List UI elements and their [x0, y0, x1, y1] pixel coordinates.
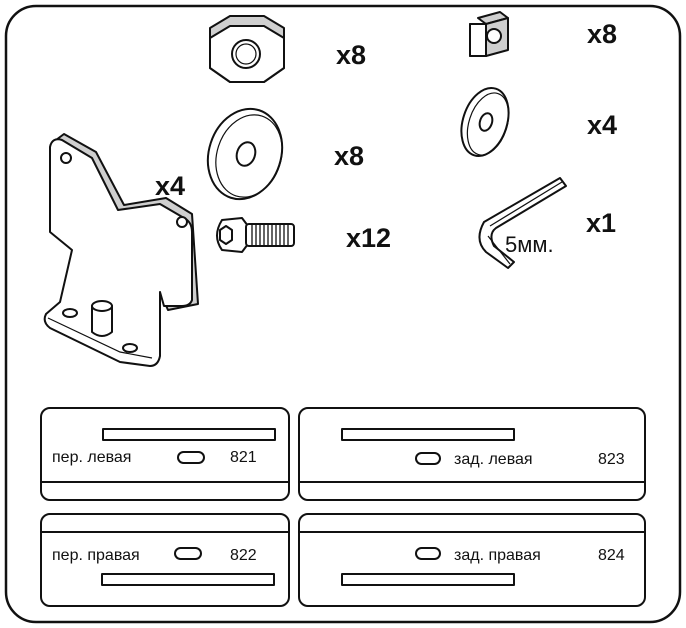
hex-nut-icon [209, 15, 285, 83]
plate-821: пер. левая 821 [40, 407, 290, 501]
large-washer-qty: x8 [334, 141, 364, 171]
plate-number: 824 [598, 547, 625, 564]
plate-822: пер. правая 822 [40, 513, 290, 607]
hex-nut-qty: x8 [336, 40, 366, 70]
large-washer-icon [206, 107, 284, 201]
bracket-icon [43, 133, 199, 367]
hex-key-icon [478, 177, 567, 269]
small-washer-icon [460, 87, 510, 157]
square-nut-qty: x8 [587, 19, 617, 49]
plate-824: зад. правая 824 [298, 513, 646, 607]
small-washer-qty: x4 [587, 110, 617, 140]
plate-823: зад. левая 823 [298, 407, 646, 501]
bolt-qty: x12 [346, 223, 391, 253]
plate-label: зад. левая [454, 451, 533, 468]
hex-key-qty: x1 [586, 208, 616, 238]
plate-label: зад. правая [454, 547, 541, 564]
hex-key-size: 5мм. [505, 232, 554, 257]
plate-label: пер. левая [52, 449, 131, 466]
socket-bolt-icon [216, 217, 295, 253]
plate-number: 823 [598, 451, 625, 468]
plate-label: пер. правая [52, 547, 140, 564]
square-nut-icon [469, 11, 509, 57]
plate-number: 822 [230, 547, 257, 564]
bracket-qty: x4 [155, 171, 185, 201]
plate-number: 821 [230, 449, 257, 466]
